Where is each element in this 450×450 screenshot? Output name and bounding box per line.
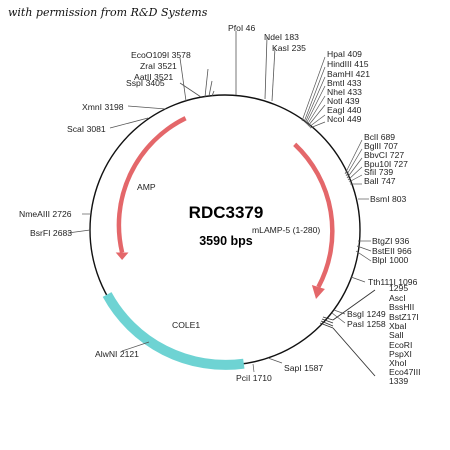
mcs-bsshii: BssHII [389,302,414,312]
site-bsmi: BsmI 803 [370,194,407,204]
mcs-end: 1339 [389,376,408,386]
site-tth111i: Tth111I 1096 [368,277,418,287]
mcs-xhoi: XhoI [389,358,407,368]
insert-arrowhead [311,285,325,299]
site-bsrfi: BsrFI 2683 [30,228,72,238]
cole1-label: COLE1 [172,320,200,330]
site-bcli: BclI 689 [364,132,395,142]
mcs-pspxi: PspXI [389,349,412,359]
insert-label: mLAMP-5 (1-280) [252,225,320,235]
site-nhei: NheI 433 [327,87,362,97]
site-nmeaiii: NmeAIII 2726 [19,209,72,219]
site-alwni: AlwNI 2121 [95,349,139,359]
site-bsteii: BstEII 966 [372,246,412,256]
amp-label: AMP [137,182,156,192]
mcs-bstz17i: BstZ17I [389,312,419,322]
site-xmni: XmnI 3198 [82,102,124,112]
site-sfii: SfiI 739 [364,167,393,177]
site-pcii: PciI 1710 [236,373,272,383]
site-aatii: AatII 3521 [134,72,173,82]
mcs-xbai: XbaI [389,321,407,331]
site-ndei: NdeI 183 [264,32,299,42]
mcs-leaders [319,289,376,377]
plasmid-size: 3590 bps [199,234,253,248]
site-noti: NotI 439 [327,96,360,106]
cluster-689-leaders [344,139,363,185]
site-bglii: BglII 707 [364,141,398,151]
mcs-start: 1295 [389,283,408,293]
cole1-band [102,292,245,370]
amp-arc [116,116,187,254]
plasmid-name: RDC3379 [189,203,264,222]
top-leaders [109,31,276,129]
insert-arc [293,142,335,289]
tth111i-leader [350,276,366,283]
site-bamhi: BamHI 421 [327,69,370,79]
cluster-936-leaders [355,240,372,262]
mcs-eco47iii: Eco47III [389,367,421,377]
mcs-sali: SalI [389,330,404,340]
mcs-asci: AscI [389,293,406,303]
site-sspi: SspI 3405 [126,78,165,88]
cluster-409-leaders [301,56,326,129]
permission-caption: with permission from R&D Systems [8,6,208,19]
site-ncoi: NcoI 449 [327,114,362,124]
site-hindiii: HindIII 415 [327,59,369,69]
site-bsgi: BsgI 1249 [347,309,386,319]
site-zrai: ZraI 3521 [140,61,177,71]
site-scai: ScaI 3081 [67,124,106,134]
amp-arrowhead [115,252,129,260]
site-kasi: KasI 235 [272,43,306,53]
site-pasi: PasI 1258 [347,319,386,329]
bottom-leaders [121,341,283,373]
site-bali: BalI 747 [364,176,396,186]
site-ecoo109i: EcoO109I 3578 [131,50,191,60]
site-pfoi: PfoI 46 [228,23,255,33]
mcs-ecori: EcoRI [389,340,412,350]
site-bbvci: BbvCI 727 [364,150,404,160]
site-bmti: BmtI 433 [327,78,362,88]
site-hpai: HpaI 409 [327,49,362,59]
site-sapi: SapI 1587 [284,363,323,373]
bsgi-pasi-leaders [331,309,346,324]
site-bpu10i: Bpu10I 727 [364,159,408,169]
site-eagi: EagI 440 [327,105,362,115]
site-btgzi: BtgZI 936 [372,236,409,246]
site-blpi: BlpI 1000 [372,255,409,265]
left-leaders [67,213,91,234]
